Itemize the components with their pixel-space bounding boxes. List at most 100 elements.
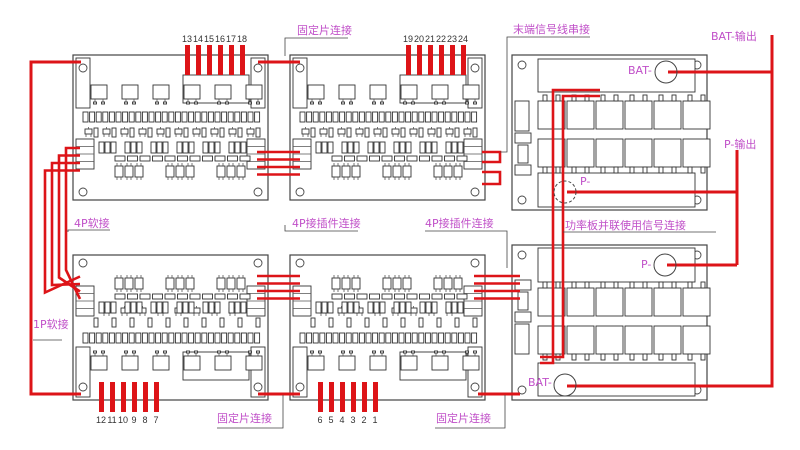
transistor — [427, 127, 436, 137]
label-power-parallel-signal: 功率板并联使用信号连接 — [565, 218, 686, 232]
resistor-flat — [369, 293, 380, 300]
resistor — [399, 301, 406, 314]
transistor — [228, 127, 237, 137]
resistor — [98, 141, 105, 154]
resistor-flat — [114, 155, 126, 162]
resistor-flat — [114, 293, 126, 300]
transistor-body — [246, 128, 255, 135]
diode — [382, 317, 388, 328]
resistor — [254, 111, 261, 123]
diode — [400, 317, 406, 328]
ic-chip — [114, 163, 124, 180]
mosfet-foot — [465, 350, 469, 354]
mosfet-foot — [225, 101, 229, 105]
diode — [111, 317, 117, 328]
balance-pin — [362, 382, 367, 412]
resistor — [136, 301, 143, 314]
resistor — [445, 301, 452, 314]
mosfet-leg — [613, 94, 619, 102]
balance-pin — [99, 382, 104, 412]
diode — [346, 317, 352, 328]
resistor — [234, 141, 241, 154]
balance-pin — [185, 45, 190, 75]
mosfet — [183, 350, 201, 371]
mosfet-leg — [629, 166, 635, 174]
diode — [382, 127, 388, 138]
power-mosfet — [595, 287, 624, 317]
ic-chip — [165, 163, 175, 180]
diode — [310, 317, 316, 328]
balance-pin — [461, 45, 466, 75]
resistor — [457, 332, 464, 344]
mosfet-body — [369, 84, 387, 100]
balance-pin — [143, 382, 148, 412]
resistor-flat — [202, 155, 213, 162]
mosfet-foot — [318, 350, 322, 354]
diode — [454, 317, 460, 328]
mosfet-leg — [642, 166, 648, 174]
wire-end-signal-loop-1 — [482, 150, 502, 164]
mosfet-body — [462, 355, 480, 371]
resistor — [228, 301, 235, 314]
mosfet-leg — [671, 353, 677, 361]
connector-4p-right — [246, 285, 266, 317]
resistor — [208, 301, 215, 314]
resistor — [471, 111, 478, 123]
ic-chip — [402, 163, 412, 180]
ic-body — [124, 277, 134, 290]
resistor — [391, 332, 398, 344]
transistor-body — [156, 128, 165, 135]
pin-number: 21 — [425, 34, 435, 44]
mosfet-foot — [217, 101, 221, 105]
transistor — [192, 127, 201, 137]
resistor — [156, 141, 163, 154]
transistor — [445, 127, 454, 137]
resistor — [89, 332, 96, 344]
transistor — [409, 127, 418, 137]
pin-number: 15 — [204, 34, 214, 44]
ic-chip — [392, 163, 402, 180]
resistor — [130, 141, 137, 154]
resistor — [240, 332, 247, 344]
ic-body — [175, 165, 185, 178]
mounting-hole — [517, 385, 527, 395]
resistor — [325, 332, 332, 344]
resistor-flat — [214, 293, 226, 300]
terminals — [553, 60, 678, 397]
resistor — [315, 301, 322, 314]
driver-ic — [517, 291, 529, 311]
resistor — [424, 332, 431, 344]
ic-chip — [351, 163, 361, 180]
resistor — [444, 111, 451, 123]
resistor-flat — [227, 155, 238, 162]
mounting-hole — [78, 63, 88, 73]
mosfet-leg — [542, 166, 548, 174]
transistor — [102, 127, 111, 137]
resistor — [405, 301, 412, 314]
resistor-pack — [514, 311, 532, 323]
resistor — [234, 111, 241, 123]
balance-pin — [132, 382, 137, 412]
mosfet-foot — [93, 101, 97, 105]
resistor — [128, 111, 135, 123]
resistor — [353, 141, 360, 154]
ic-chip — [351, 275, 361, 292]
mounting-hole — [517, 60, 527, 70]
connector-4p-left — [75, 138, 95, 170]
mosfet-leg — [642, 281, 648, 289]
power-mosfet — [653, 287, 682, 317]
mosfet-foot — [318, 101, 322, 105]
diode — [147, 317, 153, 328]
transistor-body — [427, 128, 436, 135]
resistor — [161, 332, 168, 344]
ic-chip — [236, 163, 246, 180]
connector-4p-right — [463, 138, 483, 170]
mosfet-foot — [225, 350, 229, 354]
leader-4p-plug-left — [284, 225, 358, 232]
mounting-hole — [517, 250, 527, 260]
ic-body — [453, 277, 463, 290]
balance-pin — [207, 45, 212, 75]
resistor — [108, 111, 115, 123]
resistor — [299, 332, 306, 344]
